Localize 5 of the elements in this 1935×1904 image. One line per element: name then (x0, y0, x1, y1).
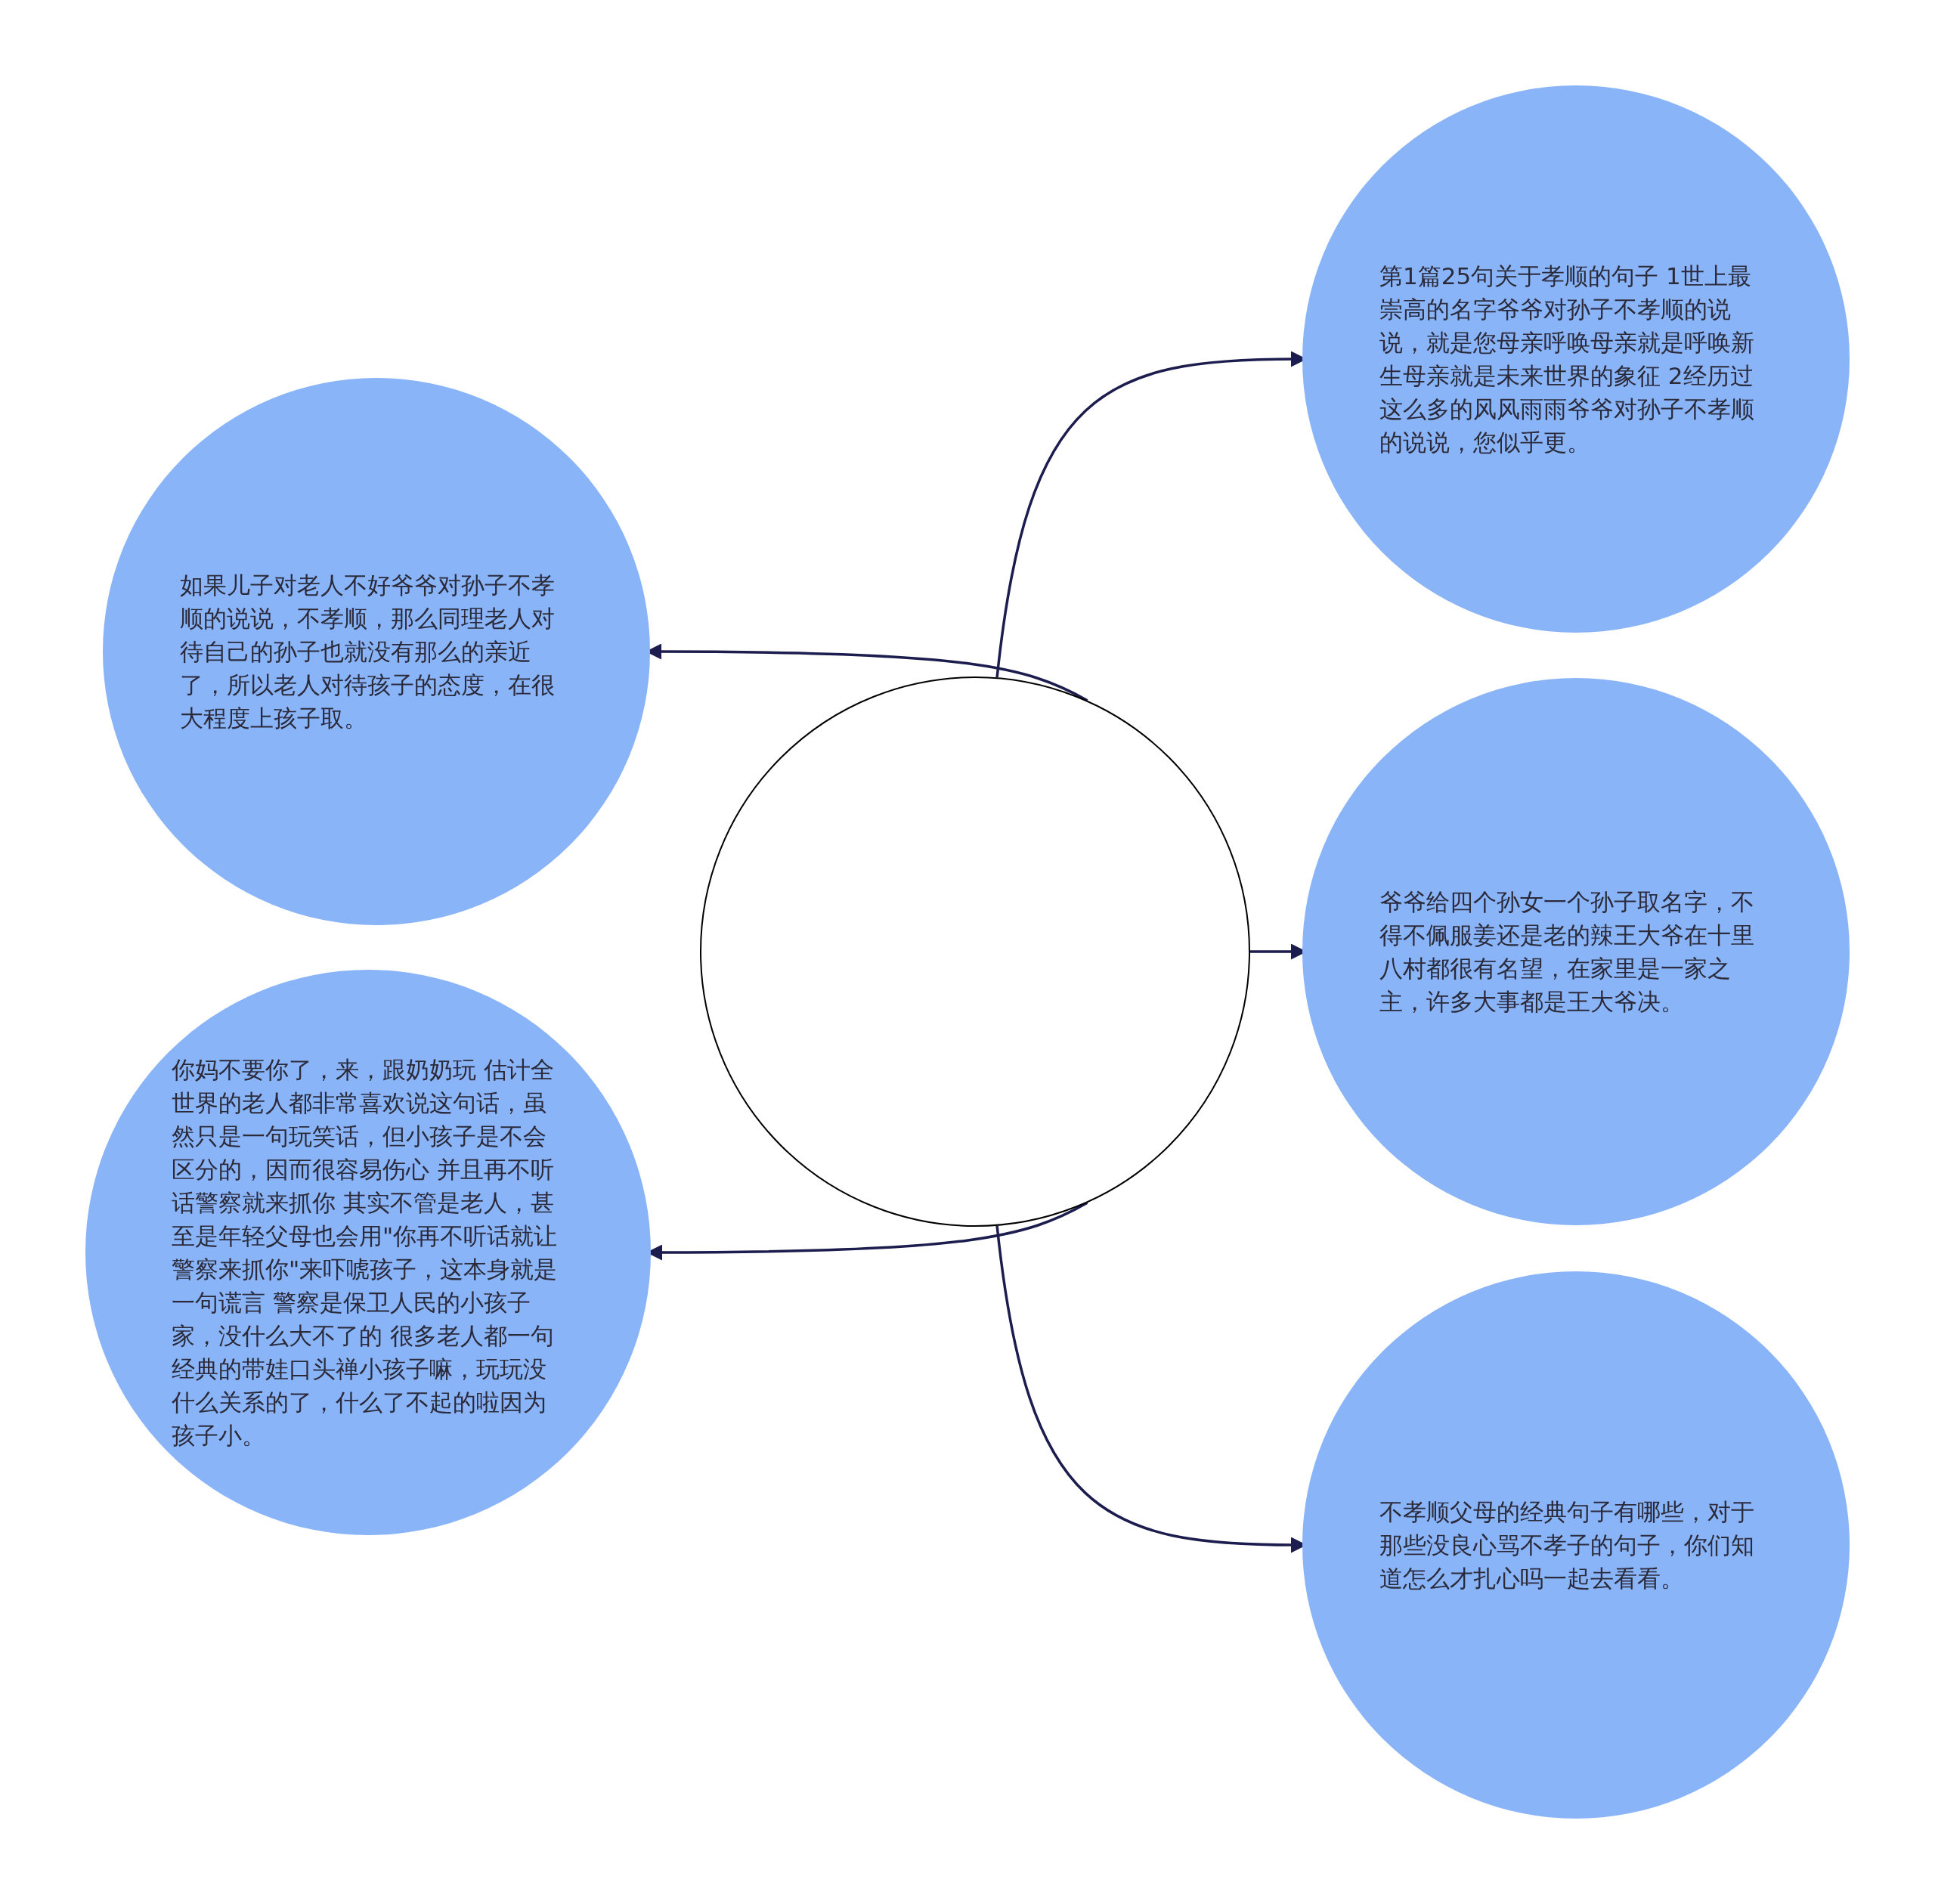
topic-text: 不孝顺父母的经典句子有哪些，对于那些没良心骂不孝子的句子，你们知道怎么才扎心吗一起去看看。 (1379, 1497, 1755, 1593)
topic-text: 第1篇25句关于孝顺的句子 1世上最崇高的名字爷爷对孙子不孝顺的说说，就是您母亲呼唤母亲就是呼唤新生母亲就是未来世界的象征 2经历过这么多的风风雨雨爷爷对孙子不孝顺的说说，您似乎更。 (1379, 262, 1755, 457)
topic-text: 如果儿子对老人不好爷爷对孙子不孝顺的说说，不孝顺，那么同理老人对待自己的孙子也就没有那么的亲近了，所以老人对待孩子的态度，在很大程度上孩子取。 (180, 571, 556, 733)
topic-text: 你妈不要你了，来，跟奶奶玩 估计全世界的老人都非常喜欢说这句话，虽然只是一句玩笑话，但小孩子是不会区分的，因而很容易伤心 并且再不听话警察就来抓你 其实不管是老人，甚至是年轻父母也会用"你再不听话就让警察来抓你"来吓唬孩子，这本身就是一句谎言 警察是保卫人民的小孩子家，没什么大不了的 很多老人都一句经典的带娃口头禅小孩子嘛，玩玩没什么关系的了，什么了不起的啦因为孩子小。 (172, 1055, 559, 1450)
topic-text: 爷爷给四个孙女一个孙子取名字，不得不佩服姜还是老的辣王大爷在十里八村都很有名望，在家里是一家之主，许多大事都是王大爷决。 (1379, 887, 1755, 1017)
